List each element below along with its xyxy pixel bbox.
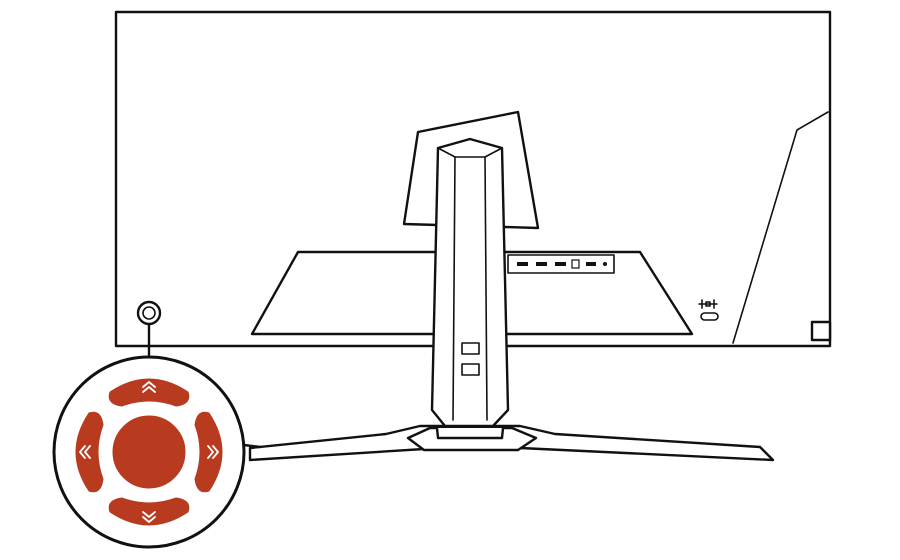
audio-jack-icon	[603, 262, 607, 266]
neck-column	[430, 137, 510, 428]
lock-symbol-icon	[698, 299, 718, 309]
displayport-icon	[555, 262, 566, 266]
chevron-double-down-icon	[142, 511, 156, 523]
usb-b-port-icon	[571, 259, 580, 269]
neck-top-ridge	[437, 147, 503, 158]
callout-connector	[242, 443, 262, 449]
monitor-corner-foot	[810, 320, 832, 342]
joystick-knob-outer	[136, 300, 162, 326]
cable-clip	[461, 363, 480, 376]
monitor-side-edge	[732, 111, 829, 344]
stand-neck	[430, 137, 510, 440]
hdmi-port-icon	[536, 262, 547, 266]
up-button[interactable]	[108, 378, 190, 407]
left-button[interactable]	[75, 411, 104, 493]
right-button[interactable]	[194, 411, 223, 493]
chevron-double-right-icon	[207, 445, 219, 459]
joystick-callout	[52, 355, 246, 549]
joystick-pad[interactable]	[75, 378, 223, 526]
port-strip	[507, 254, 615, 274]
joystick-location	[136, 300, 175, 358]
cable-clip	[461, 342, 480, 355]
center-press-button[interactable]	[112, 415, 186, 489]
neck-inner-lines	[452, 156, 488, 421]
kensington-slot	[700, 312, 719, 321]
joystick-knob-inner	[142, 306, 156, 320]
usb-a-port-icon	[586, 262, 596, 266]
neck-foot	[435, 426, 505, 440]
down-button[interactable]	[108, 497, 190, 526]
port-panel	[507, 254, 615, 274]
lock-slot-group	[698, 299, 719, 321]
chevron-double-up-icon	[142, 381, 156, 393]
stand-base	[248, 424, 775, 462]
hdmi-port-icon	[517, 262, 528, 266]
chevron-double-left-icon	[79, 445, 91, 459]
